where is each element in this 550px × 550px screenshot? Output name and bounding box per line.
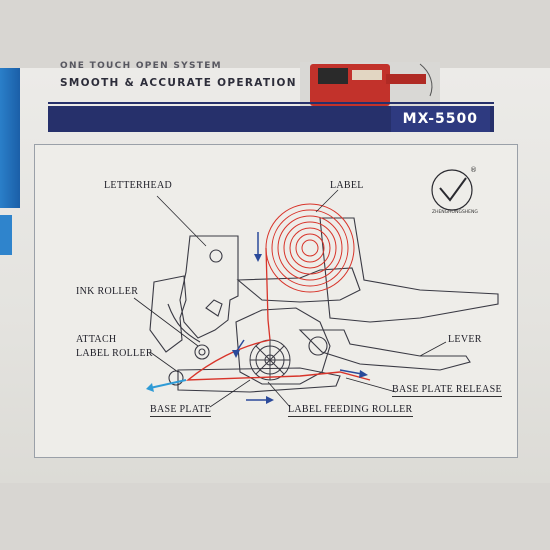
box-blue-edge-lower bbox=[0, 215, 12, 255]
band-top-line bbox=[48, 102, 494, 104]
label-base-plate-release: BASE PLATE RELEASE bbox=[392, 384, 502, 397]
header-tagline-1: ONE TOUCH OPEN SYSTEM bbox=[60, 61, 222, 71]
brand-logo-text: ZHENGHONGSHENG bbox=[432, 210, 478, 215]
leader-lines bbox=[133, 189, 447, 408]
header-tagline-2: SMOOTH & ACCURATE OPERATION bbox=[60, 77, 297, 89]
label-attach-label-roller: LABEL ROLLER bbox=[76, 348, 153, 359]
brand-logo-mark bbox=[431, 169, 473, 211]
labeler-body-outline bbox=[149, 217, 499, 393]
label-attach: ATTACH bbox=[76, 334, 117, 345]
label-roll bbox=[265, 203, 355, 341]
box-blue-edge bbox=[0, 68, 20, 208]
label-letterhead: LETTERHEAD bbox=[104, 180, 172, 191]
model-number: MX-5500 bbox=[390, 106, 490, 132]
label-lever: LEVER bbox=[448, 334, 482, 345]
labeler-product-photo bbox=[300, 62, 440, 106]
label-feeding-roller-gear bbox=[249, 339, 291, 381]
label-label-feeding-roller: LABEL FEEDING ROLLER bbox=[288, 404, 413, 417]
label-path bbox=[185, 339, 371, 381]
brand-logo-registered: ® bbox=[470, 166, 477, 174]
motion-arrows bbox=[146, 232, 368, 404]
label-base-plate: BASE PLATE bbox=[150, 404, 212, 417]
label-label: LABEL bbox=[330, 180, 364, 191]
label-ink-roller: INK ROLLER bbox=[76, 286, 139, 297]
